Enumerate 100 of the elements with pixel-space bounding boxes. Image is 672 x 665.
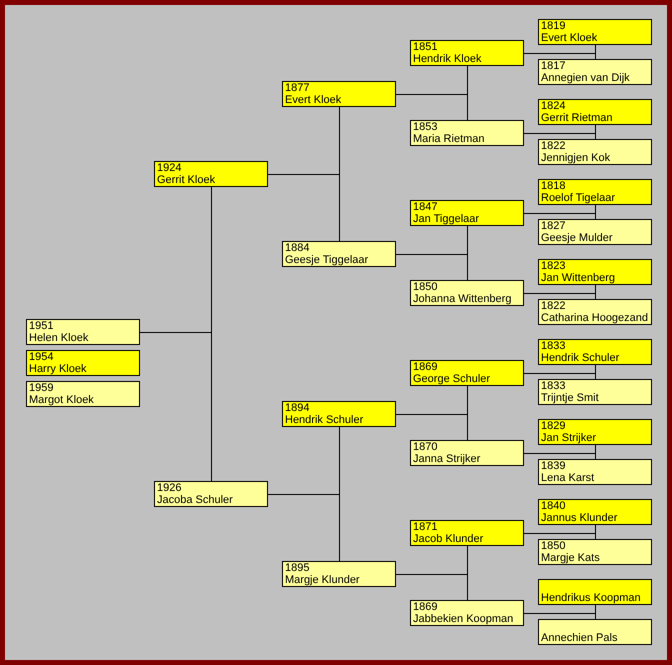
- person-name: Hendrikus Koopman: [541, 592, 641, 604]
- person-name: Roelof Tigelaar: [541, 192, 615, 204]
- birth-year: 1833: [541, 380, 566, 392]
- birth-year: 1823: [541, 260, 566, 272]
- person-box: [154, 161, 268, 187]
- birth-year: 1869: [413, 601, 438, 613]
- birth-year: 1847: [413, 201, 438, 213]
- birth-year: 1894: [285, 402, 310, 414]
- person-name: Jannus Klunder: [541, 512, 618, 524]
- person-name: Hendrik Schuler: [541, 352, 620, 364]
- connector-line: [140, 332, 212, 482]
- person-box: [538, 579, 652, 605]
- person-name: Catharina Hoogezand: [541, 312, 648, 324]
- person-name: Geesje Mulder: [541, 232, 613, 244]
- person-box: [538, 539, 652, 565]
- connector-line: [524, 613, 596, 620]
- person-name: Gerrit Rietman: [541, 112, 613, 124]
- birth-year: 1884: [285, 242, 310, 254]
- birth-year: 1954: [29, 351, 54, 363]
- connector-line: [524, 373, 596, 380]
- birth-year: 1869: [413, 361, 438, 373]
- person-box: [282, 561, 396, 587]
- connector-line: [268, 494, 340, 562]
- person-box: [538, 499, 652, 525]
- birth-year: 1850: [413, 281, 438, 293]
- birth-year: 1870: [413, 441, 438, 453]
- person-box: [410, 280, 524, 306]
- person-box: [282, 401, 396, 427]
- person-name: Gerrit Kloek: [157, 174, 216, 186]
- connector-line: [524, 213, 596, 220]
- person-name: Margje Kats: [541, 552, 600, 564]
- connector-line: [524, 133, 596, 140]
- person-box: [410, 520, 524, 546]
- birth-year: 1877: [285, 82, 310, 94]
- birth-year: 1926: [157, 482, 182, 494]
- person-box: [410, 200, 524, 226]
- person-name: Helen Kloek: [29, 332, 88, 344]
- birth-year: 1824: [541, 100, 566, 112]
- person-name: Annegien van Dijk: [541, 72, 630, 84]
- person-box: [26, 381, 140, 407]
- person-box: [538, 59, 652, 85]
- person-box: [538, 219, 652, 245]
- person-name: Jacob Klunder: [413, 533, 484, 545]
- birth-year: 1850: [541, 540, 566, 552]
- birth-year: 1818: [541, 180, 566, 192]
- person-box: [282, 81, 396, 107]
- person-name: Jabbekien Koopman: [413, 613, 514, 625]
- birth-year: 1829: [541, 420, 566, 432]
- person-name: Jan Tiggelaar: [413, 213, 480, 225]
- birth-year: 1853: [413, 121, 438, 133]
- person-box: [26, 350, 140, 376]
- person-name: George Schuler: [413, 373, 490, 385]
- person-box: [538, 179, 652, 205]
- person-name: Lena Karst: [541, 472, 594, 484]
- person-box: [538, 259, 652, 285]
- person-name: Annechien Pals: [541, 632, 618, 644]
- birth-year: 1819: [541, 20, 566, 32]
- connector-line: [268, 174, 340, 242]
- person-box: [538, 419, 652, 445]
- birth-year: 1817: [541, 60, 566, 72]
- birth-year: 1895: [285, 562, 310, 574]
- connector-line: [524, 533, 596, 540]
- birth-year: 1924: [157, 162, 182, 174]
- person-name: Jan Strijker: [541, 432, 596, 444]
- person-box: [538, 99, 652, 125]
- birth-year: 1827: [541, 220, 566, 232]
- connector-line: [396, 94, 468, 120]
- person-box: [538, 619, 652, 645]
- birth-year: 1840: [541, 500, 566, 512]
- person-name: Maria Rietman: [413, 133, 485, 145]
- person-box: [282, 241, 396, 267]
- person-name: Hendrik Schuler: [285, 414, 364, 426]
- person-box: [538, 299, 652, 325]
- person-box: [410, 440, 524, 466]
- person-name: Jennigjen Kok: [541, 152, 610, 164]
- person-name: Janna Strijker: [413, 453, 480, 465]
- birth-year: 1822: [541, 300, 566, 312]
- birth-year: 1833: [541, 340, 566, 352]
- person-box: [410, 360, 524, 386]
- person-name: Margje Klunder: [285, 574, 360, 586]
- connector-line: [524, 53, 596, 60]
- person-name: Hendrik Kloek: [413, 53, 482, 65]
- person-name: Evert Kloek: [285, 94, 342, 106]
- birth-year: 1839: [541, 460, 566, 472]
- birth-year: 1871: [413, 521, 438, 533]
- person-name: Trijntje Smit: [541, 392, 599, 404]
- connector-line: [396, 414, 468, 440]
- person-box: [26, 319, 140, 345]
- connector-line: [524, 453, 596, 460]
- birth-year: 1959: [29, 382, 54, 394]
- connector-line: [396, 574, 468, 600]
- connector-line: [396, 254, 468, 280]
- birth-year: 1822: [541, 140, 566, 152]
- person-box: [538, 379, 652, 405]
- person-name: Johanna Wittenberg: [413, 293, 512, 305]
- person-box: [538, 139, 652, 165]
- person-box: [538, 339, 652, 365]
- person-name: Geesje Tiggelaar: [285, 254, 368, 266]
- person-box: [154, 481, 268, 507]
- birth-year: 1951: [29, 320, 54, 332]
